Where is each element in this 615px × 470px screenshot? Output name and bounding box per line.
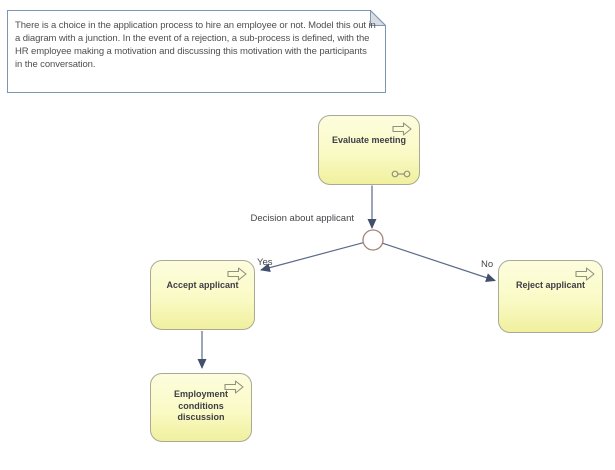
- business-process-icon: [575, 267, 595, 281]
- edge-junction-to-reject[interactable]: [382, 242, 496, 282]
- folded-corner-icon: [370, 10, 386, 26]
- node-accept-applicant[interactable]: Accept applicant: [150, 260, 255, 330]
- note-outline: [7, 10, 386, 93]
- edge-label-yes: Yes: [257, 257, 273, 268]
- edge-label-no: No: [481, 259, 494, 270]
- node-label: Reject applicant: [515, 280, 586, 290]
- note-text: There is a choice in the application pro…: [15, 20, 376, 70]
- node-label: Employment conditions discussion: [173, 389, 228, 422]
- node-reject-applicant[interactable]: Reject applicant: [498, 260, 603, 333]
- node-label: Evaluate meeting: [331, 135, 407, 145]
- business-process-icon: [392, 122, 412, 136]
- subprocess-link-icon: [391, 170, 411, 178]
- junction-node[interactable]: [362, 229, 384, 251]
- edge-junction-to-accept[interactable]: [260, 242, 364, 273]
- note[interactable]: There is a choice in the application pro…: [7, 10, 386, 93]
- junction-label: Decision about applicant: [250, 213, 354, 224]
- business-process-icon: [224, 380, 244, 394]
- node-evaluate-meeting[interactable]: Evaluate meeting: [318, 115, 420, 185]
- node-employment-conditions-discussion[interactable]: Employment conditions discussion: [150, 373, 252, 442]
- business-process-icon: [227, 267, 247, 281]
- node-label: Accept applicant: [166, 280, 239, 290]
